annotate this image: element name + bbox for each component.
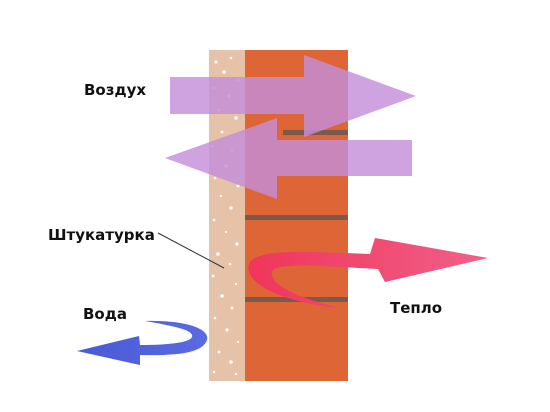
heat-arrow xyxy=(248,238,488,308)
water-label: Вода xyxy=(83,305,127,323)
plaster-label: Штукатурка xyxy=(48,226,155,244)
water-arrow xyxy=(77,320,208,365)
air-label: Воздух xyxy=(84,81,147,99)
heat-label: Тепло xyxy=(390,299,443,317)
plaster-leader-line xyxy=(157,232,225,269)
mortar-joint xyxy=(245,215,348,220)
air-arrow-left xyxy=(165,118,412,199)
air-arrow-right xyxy=(170,55,416,137)
